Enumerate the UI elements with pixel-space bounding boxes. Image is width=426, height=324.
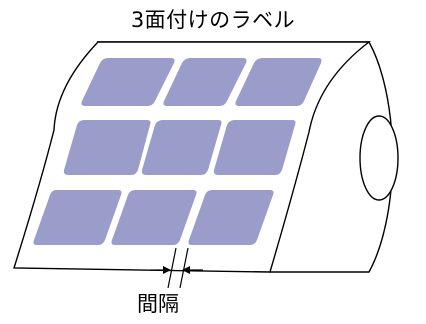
label-r1-c1 [81, 58, 175, 106]
label-r1-c3 [235, 58, 322, 106]
label-r2-c2 [141, 120, 222, 175]
gap-label: 間隔 [137, 292, 179, 316]
label-r1-c2 [163, 58, 247, 106]
label-grid [33, 58, 322, 245]
diagram-title: 3面付けのラベル [130, 8, 296, 32]
gap-extension-left [167, 247, 177, 289]
gap-arrow-left-head [163, 266, 171, 274]
label-r3-c3 [188, 190, 274, 245]
gap-arrow-right-head [182, 266, 190, 274]
label-r3-c2 [111, 190, 197, 245]
roll-core [359, 115, 399, 201]
label-r2-c3 [213, 120, 296, 175]
label-r3-c1 [33, 190, 122, 245]
gap-indicator [150, 247, 203, 289]
label-r2-c1 [63, 120, 151, 175]
gap-extension-right [179, 247, 189, 289]
